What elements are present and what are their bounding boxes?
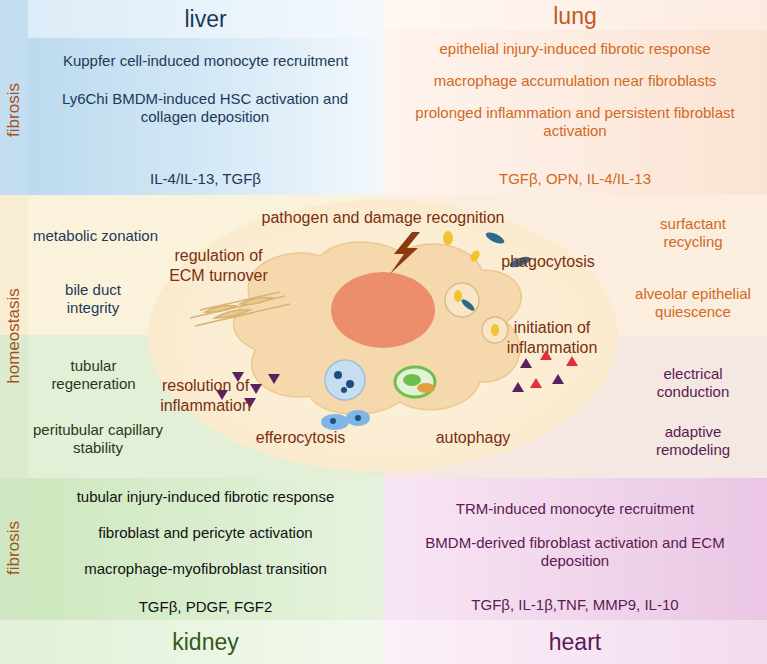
function-label: autophagy <box>423 428 523 448</box>
row-label: fibrosis <box>2 468 26 628</box>
homeostasis-item: electrical conduction <box>633 365 753 402</box>
macrophage-ellipse: pathogen and damage recognition regulatio… <box>148 200 618 472</box>
fibrosis-item: macrophage accumulation near fibroblasts <box>383 72 767 90</box>
fibrosis-item: macrophage-myofibroblast transition <box>28 560 383 578</box>
fibrosis-item: fibroblast and pericyte activation <box>28 524 383 542</box>
function-label: pathogen and damage recognition <box>218 208 548 228</box>
function-label: regulation of ECM turnover <box>156 246 281 285</box>
lung-fibrosis-panel: lung epithelial injury-induced fibrotic r… <box>383 0 767 195</box>
fibrosis-item: BMDM-derived fibroblast activation and E… <box>403 534 747 571</box>
homeostasis-item: surfactant recycling <box>633 215 753 252</box>
homeostasis-item: adaptive remodeling <box>633 423 753 460</box>
panel-heading: lung <box>383 2 767 30</box>
panel-heading: liver <box>28 5 383 33</box>
homeostasis-item: peritubular capillary stability <box>28 421 168 458</box>
fibrosis-item: epithelial injury-induced fibrotic respo… <box>383 40 767 58</box>
fibrosis-item: tubular injury-induced fibrotic response <box>28 488 383 506</box>
homeostasis-item: tubular regeneration <box>36 357 151 394</box>
panel-heading: heart <box>383 628 767 656</box>
homeostasis-item: metabolic zonation <box>28 227 163 245</box>
function-label: phagocytosis <box>488 252 608 272</box>
row-label: homeostasis <box>2 256 26 416</box>
function-label: initiation of inflammation <box>496 318 608 357</box>
homeostasis-item: alveolar epithelial quiescence <box>633 285 753 322</box>
function-label: efferocytosis <box>243 428 358 448</box>
heart-fibrosis-panel: TRM-induced monocyte recruitmentBMDM-der… <box>383 478 767 664</box>
panel-heading: kidney <box>28 628 383 656</box>
liver-fibrosis-panel: liverKuppfer cell-induced monocyte recru… <box>28 0 383 195</box>
mediator-list: TGFβ, PDGF, FGF2 <box>28 598 383 616</box>
kidney-fibrosis-panel: tubular injury-induced fibrotic response… <box>28 478 383 664</box>
mediator-list: TGFβ, OPN, IL-4/IL-13 <box>383 170 767 188</box>
fibrosis-item: Kuppfer cell-induced monocyte recruitmen… <box>28 52 383 70</box>
row-label: fibrosis <box>2 30 26 190</box>
function-label: resolution of inflammation <box>148 376 263 415</box>
mediator-list: IL-4/IL-13, TGFβ <box>28 170 383 188</box>
side-strip <box>0 620 28 664</box>
mediator-list: TGFβ, IL-1β,TNF, MMP9, IL-10 <box>383 596 767 614</box>
fibrosis-item: TRM-induced monocyte recruitment <box>383 500 767 518</box>
homeostasis-item: bile duct integrity <box>43 281 143 318</box>
fibrosis-item: Ly6Chi BMDM-induced HSC activation and c… <box>40 90 370 127</box>
fibrosis-item: prolonged inflammation and persistent fi… <box>388 104 762 141</box>
